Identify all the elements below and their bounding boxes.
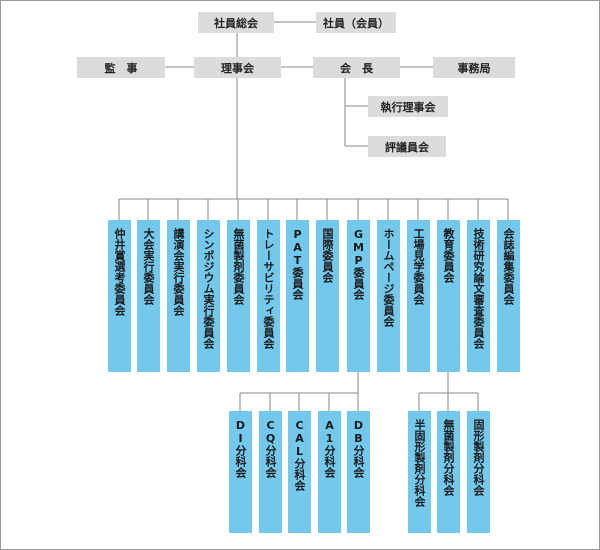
- subcommittee-label: A1分科会: [323, 419, 336, 478]
- committee-convention: 大会実行委員会: [137, 220, 160, 372]
- subcommittee-cal: CAL分科会: [288, 411, 311, 533]
- auditor-label: 監 事: [104, 62, 138, 75]
- subcommittee-label: CAL分科会: [293, 419, 306, 491]
- committee-education: 教育委員会: [437, 220, 460, 372]
- executive-board-label: 執行理事会: [380, 101, 436, 114]
- committee-pat: PAT委員会: [286, 220, 309, 372]
- committee-traceability: トレーサビリティ委員会: [257, 220, 280, 372]
- board-box: 理事会: [194, 57, 281, 78]
- committee-factory-tour: 工場見学委員会: [407, 220, 430, 372]
- subcommittee-a1: A1分科会: [318, 411, 341, 533]
- subcommittee-label: CQ分科会: [264, 419, 277, 478]
- secretariat-label: 事務局: [457, 62, 491, 75]
- committee-label: PAT委員会: [291, 228, 304, 300]
- committee-nakai-award: 仲井賞選考委員会: [108, 220, 131, 372]
- committee-label: GMP委員会: [352, 228, 365, 300]
- committee-label: 仲井賞選考委員会: [113, 228, 126, 316]
- committee-symposium: シンポジウム実行委員会: [197, 220, 220, 372]
- council-label: 評議員会: [385, 141, 429, 154]
- subcommittee-di: DI分科会: [229, 411, 252, 533]
- committee-paper-review: 技術研究論文審査委員会: [467, 220, 490, 372]
- committee-international: 国際委員会: [316, 220, 339, 372]
- subcommittee-sterile: 無菌製剤分科会: [437, 411, 460, 533]
- president-label: 会 長: [340, 62, 373, 75]
- members-label: 社員（会員）: [323, 17, 389, 30]
- subcommittee-solid: 固形製剤分科会: [467, 411, 490, 533]
- subcommittee-label: DB分科会: [352, 419, 365, 478]
- auditor-box: 監 事: [77, 57, 165, 78]
- subcommittee-label: DI分科会: [234, 419, 247, 478]
- general-meeting-box: 社員総会: [198, 12, 274, 33]
- committee-label: 大会実行委員会: [142, 228, 155, 305]
- committee-label: 無菌製剤委員会: [232, 228, 245, 305]
- subcommittee-label: 無菌製剤分科会: [442, 419, 455, 496]
- committee-label: 会誌編集委員会: [502, 228, 515, 305]
- president-box: 会 長: [313, 57, 400, 78]
- subcommittee-label: 固形製剤分科会: [472, 419, 485, 496]
- executive-board-box: 執行理事会: [368, 96, 448, 117]
- committee-homepage: ホームページ委員会: [377, 220, 400, 372]
- committee-gmp: GMP委員会: [347, 220, 370, 372]
- committee-label: 技術研究論文審査委員会: [472, 228, 485, 349]
- committee-journal: 会誌編集委員会: [497, 220, 520, 372]
- council-box: 評議員会: [368, 136, 446, 157]
- committee-label: トレーサビリティ委員会: [262, 228, 275, 349]
- members-box: 社員（会員）: [316, 12, 396, 33]
- committee-label: シンポジウム実行委員会: [202, 228, 215, 349]
- committee-label: 工場見学委員会: [412, 228, 425, 305]
- committee-label: 教育委員会: [442, 228, 455, 283]
- committee-lecture: 講演会実行委員会: [167, 220, 190, 372]
- general-meeting-label: 社員総会: [214, 17, 258, 30]
- subcommittee-semisolid: 半固形製剤分科会: [408, 411, 431, 533]
- committee-label: 国際委員会: [321, 228, 334, 283]
- committee-label: 講演会実行委員会: [172, 228, 185, 316]
- board-label: 理事会: [221, 62, 254, 75]
- committee-label: ホームページ委員会: [382, 228, 395, 327]
- subcommittee-db: DB分科会: [347, 411, 370, 533]
- committee-sterile: 無菌製剤委員会: [227, 220, 250, 372]
- secretariat-box: 事務局: [433, 57, 515, 78]
- subcommittee-label: 半固形製剤分科会: [413, 419, 426, 507]
- subcommittee-cq: CQ分科会: [259, 411, 282, 533]
